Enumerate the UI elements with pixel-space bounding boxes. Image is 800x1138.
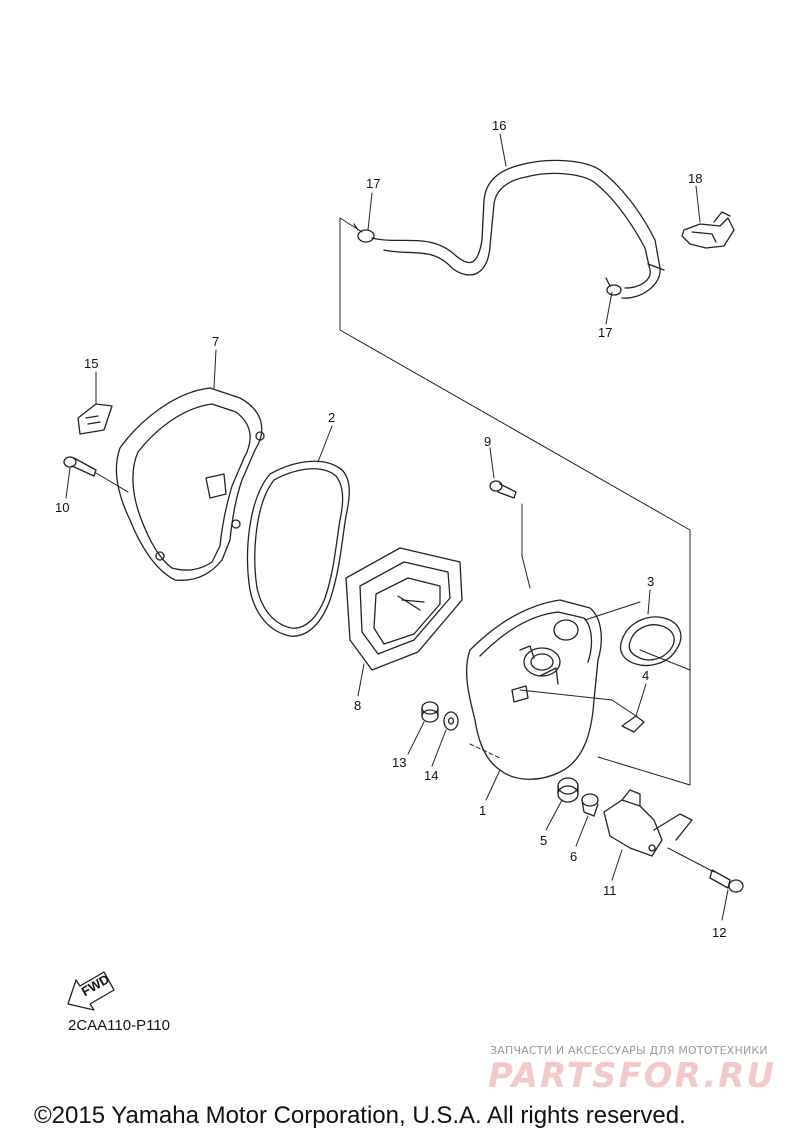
callout-17a: 17 <box>366 176 380 191</box>
bracket <box>603 789 715 873</box>
leader-lines <box>65 133 729 921</box>
callout-15: 15 <box>84 356 98 371</box>
hose-clamp-lower <box>605 277 622 296</box>
air-filter-element <box>345 547 463 671</box>
callout-11: 11 <box>603 883 617 898</box>
air-cleaner-case <box>465 599 602 780</box>
hose-holder <box>681 211 735 249</box>
washer-14 <box>443 711 459 731</box>
callout-9: 9 <box>484 434 491 449</box>
fwd-arrow-icon <box>67 971 115 1011</box>
copyright-notice: ©2015 Yamaha Motor Corporation, U.S.A. A… <box>34 1102 686 1129</box>
case-cover <box>115 387 265 581</box>
callout-18: 18 <box>688 171 702 186</box>
callout-3: 3 <box>647 574 654 589</box>
part-code: 2CAA110-P110 <box>68 1017 171 1034</box>
callout-16: 16 <box>492 118 506 133</box>
callout-10: 10 <box>55 500 69 515</box>
breather-hose <box>371 159 665 299</box>
callout-2: 2 <box>328 410 335 425</box>
reference-frame <box>339 217 691 786</box>
o-ring <box>619 616 682 667</box>
caution-label <box>77 403 113 435</box>
callout-17b: 17 <box>598 325 612 340</box>
hose-clamp-upper <box>353 223 375 243</box>
screw-left <box>63 456 129 493</box>
case-seal <box>246 460 350 637</box>
retaining-clip <box>519 689 645 733</box>
callout-numbers: 17 16 18 17 15 7 2 10 9 3 4 8 13 14 1 5 … <box>55 118 726 999</box>
grommet-5 <box>557 777 579 803</box>
screw-top <box>489 480 531 589</box>
callout-12: 12 <box>712 925 726 940</box>
callout-1: 1 <box>479 803 486 818</box>
callout-7: 7 <box>212 334 219 349</box>
callout-6: 6 <box>570 849 577 864</box>
collar-13 <box>421 701 439 723</box>
fwd-label: FWD <box>79 971 112 999</box>
callout-14: 14 <box>424 768 438 783</box>
collar-6 <box>581 793 599 817</box>
callout-8: 8 <box>354 698 361 713</box>
callout-4: 4 <box>642 668 649 683</box>
callout-5: 5 <box>540 833 547 848</box>
watermark-logo: PARTSFOR.RU <box>488 1056 777 1096</box>
bolt <box>709 869 744 893</box>
watermark-subtitle: ЗАПЧАСТИ И АКСЕССУАРЫ ДЛЯ МОТОТЕХНИКИ <box>490 1044 768 1057</box>
callout-13: 13 <box>392 755 406 770</box>
